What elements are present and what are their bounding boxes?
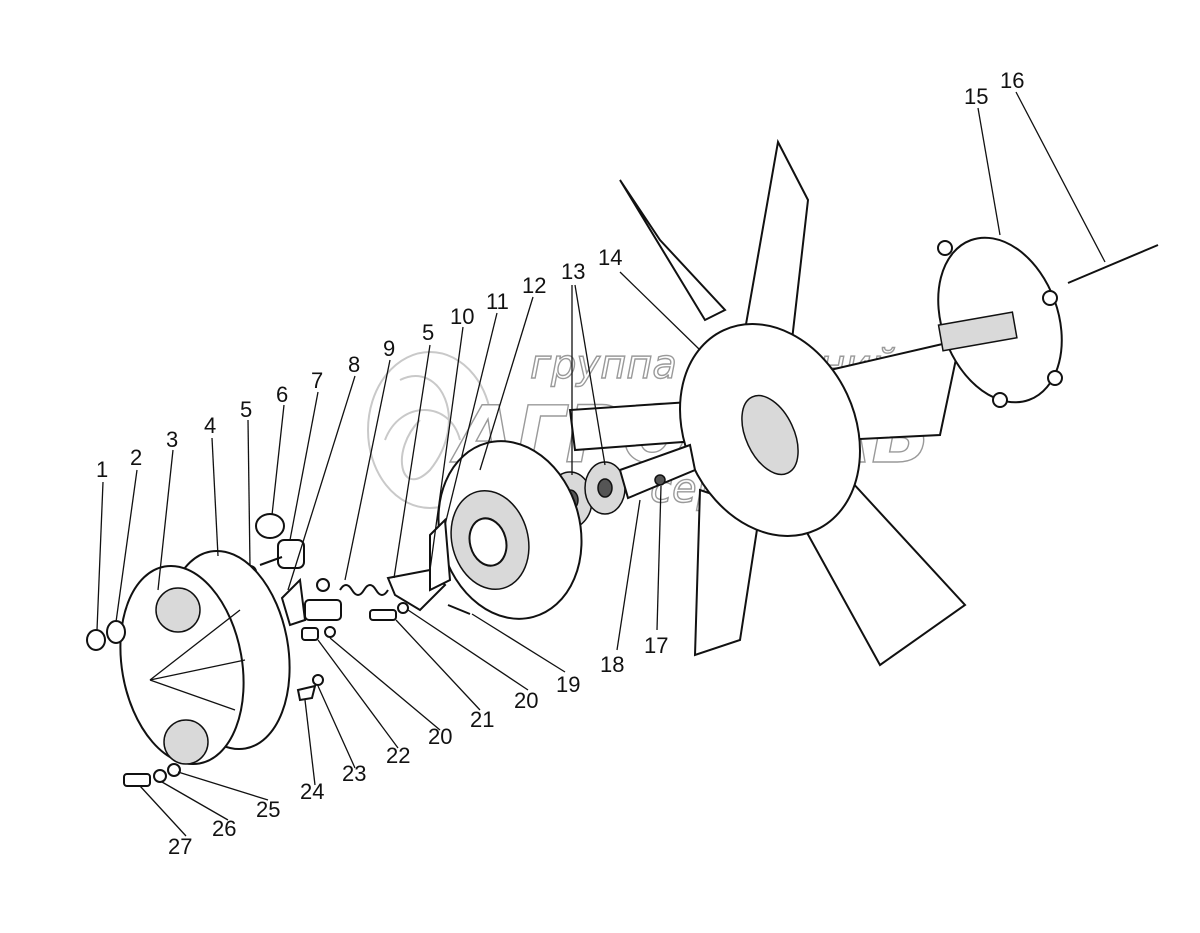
bolt-27: [123, 773, 151, 787]
callout-9: 9: [383, 336, 395, 361]
callout-2: 2: [130, 445, 142, 470]
callout-1: 1: [96, 457, 108, 482]
ball-17: [654, 474, 666, 486]
washer-2: [106, 620, 126, 644]
pin-rod: [1067, 244, 1159, 284]
callout-14: 14: [598, 245, 622, 270]
seal-ring-6: [255, 513, 285, 539]
pulley: [437, 440, 583, 620]
callout-13: 13: [561, 259, 585, 284]
bearing-sleeve: [618, 443, 697, 500]
callout-4: 4: [204, 413, 216, 438]
fan-blade-upper-left: [619, 179, 727, 322]
callout-22: 22: [386, 743, 410, 768]
plate-8: [280, 577, 307, 627]
shaft-hub: [937, 311, 1018, 352]
callout-7: 7: [311, 368, 323, 393]
callout-21: 21: [470, 707, 494, 732]
pivot-block: [304, 599, 342, 621]
stud-7: [259, 556, 283, 566]
callout-10: 10: [450, 304, 474, 329]
callout-11: 11: [486, 289, 509, 314]
callout-12: 12: [522, 273, 546, 298]
callout-20b: 20: [428, 724, 452, 749]
callout-23: 23: [342, 761, 366, 786]
spring: [339, 584, 389, 596]
callout-18: 18: [600, 652, 624, 677]
bolt-22: [301, 627, 319, 641]
callout-20a: 20: [514, 688, 538, 713]
small-parts: [243, 513, 471, 702]
split-pin-19: [447, 604, 471, 615]
callout-15: 15: [964, 84, 988, 109]
callout-16: 16: [1000, 68, 1024, 93]
fan-assembly: [568, 138, 967, 667]
housing: [119, 549, 291, 766]
washer-26: [153, 769, 167, 783]
callout-17: 17: [644, 633, 668, 658]
shaft-flange-assembly: [937, 236, 1159, 408]
callout-19: 19: [556, 672, 580, 697]
callout-25: 25: [256, 797, 280, 822]
callout-8: 8: [348, 352, 360, 377]
leader-lines: [96, 91, 1106, 837]
screw-23: [312, 674, 324, 686]
fasteners: [86, 620, 181, 787]
fan-blade-top: [743, 138, 810, 342]
washer-20b: [324, 626, 336, 638]
callout-27: 27: [168, 834, 192, 859]
nut-1: [86, 629, 106, 651]
fan-hub-bore: [741, 394, 799, 476]
callouts: 1 2 3 4 5 6 7 8 9 5 10 11 12 13 14 15 16…: [96, 68, 1024, 859]
bolt-21: [369, 609, 397, 621]
callout-6: 6: [276, 382, 288, 407]
housing-body-3: [119, 564, 245, 766]
callout-26: 26: [212, 816, 236, 841]
washer-20a: [397, 602, 409, 614]
callout-3: 3: [166, 427, 178, 452]
bracket-7: [277, 539, 305, 569]
callout-5b: 5: [422, 320, 434, 345]
tab-washer-24: [296, 684, 317, 702]
callout-24: 24: [300, 779, 324, 804]
washer-25: [167, 763, 181, 777]
callout-5a: 5: [240, 397, 252, 422]
